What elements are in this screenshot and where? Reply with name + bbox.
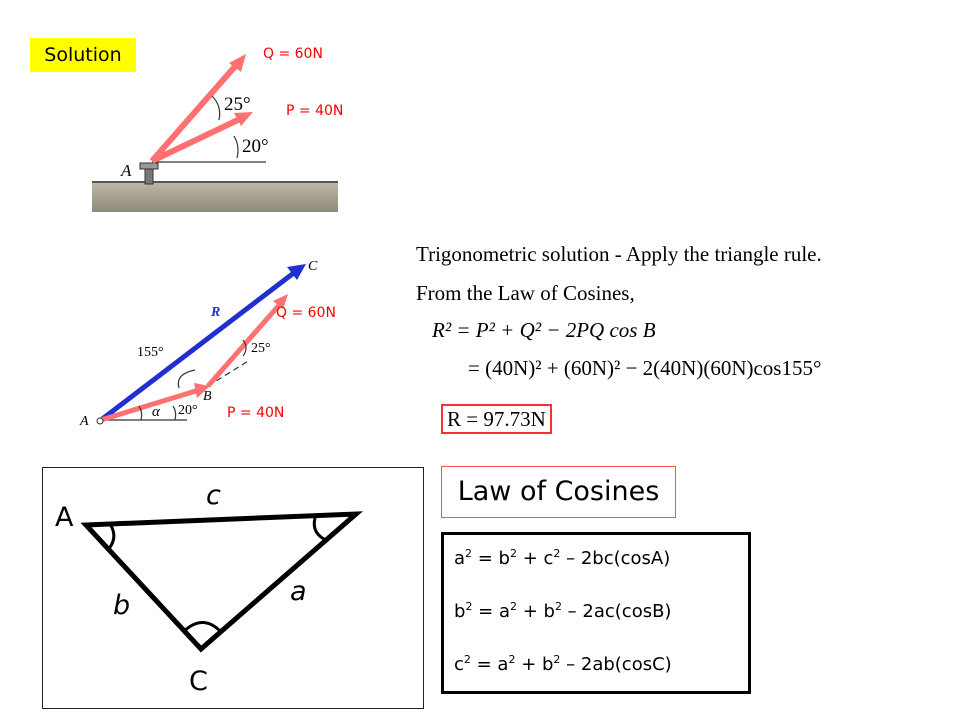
solution-label: Solution	[30, 38, 136, 72]
q-force-arrow-2	[206, 301, 283, 388]
q-force-label-2: Q = 60N	[276, 305, 336, 321]
triangle-shape	[80, 511, 364, 653]
angle-25-label-2: 25°	[251, 341, 271, 356]
vertex-b-label: B	[203, 389, 212, 404]
triangle-diagram-box: c A a b C	[42, 467, 424, 709]
formula-a: a2 = b2 + c2 – 2bc(cosA)	[454, 547, 671, 569]
angle-155-label: 155°	[137, 345, 164, 360]
force-diagram-2: C R B A 155° 25° 20° α	[79, 259, 318, 429]
trig-solution-line2: From the Law of Cosines,	[416, 281, 635, 305]
q-force-label: Q = 60N	[263, 46, 323, 62]
angle-alpha-label: α	[152, 404, 161, 420]
formula-b: b2 = a2 + b2 – 2ac(cosB)	[454, 600, 672, 622]
resultant-arrow	[99, 270, 297, 422]
dashed-extension	[207, 359, 251, 387]
p-force-arrow	[150, 115, 244, 164]
ground-surface	[92, 182, 338, 212]
law-of-cosines-title: Law of Cosines	[441, 466, 676, 518]
bolt-icon	[144, 167, 154, 185]
p-force-label-2: P = 40N	[227, 405, 285, 421]
p-force-arrow-2	[100, 387, 200, 423]
vertex-c-label-2: C	[189, 666, 208, 697]
resultant-r-label: R	[210, 305, 220, 320]
point-a-label: A	[120, 161, 132, 180]
force-diagram-1: 25° 20° A	[92, 54, 338, 212]
formula-c: c2 = a2 + b2 – 2ab(cosC)	[454, 653, 672, 675]
side-a-label: a	[290, 576, 307, 607]
cosine-substitution: = (40N)² + (60N)² − 2(40N)(60N)cos155°	[468, 356, 822, 380]
p-force-label: P = 40N	[286, 103, 344, 119]
q-force-arrow	[149, 61, 241, 163]
vertex-a-label-2: A	[55, 502, 74, 533]
vertex-c-label: C	[308, 259, 318, 274]
angle-20-label: 20°	[242, 136, 269, 157]
cosine-equation: R² = P² + Q² − 2PQ cos B	[432, 318, 656, 342]
side-c-label: c	[206, 480, 221, 511]
trig-solution-line1: Trigonometric solution - Apply the trian…	[416, 242, 822, 266]
vertex-a-label: A	[79, 414, 89, 429]
result-box: R = 97.73N	[441, 404, 552, 434]
angle-25-label: 25°	[224, 94, 251, 115]
triangle-diagram	[80, 511, 364, 653]
formula-box: a2 = b2 + c2 – 2bc(cosA) b2 = a2 + b2 – …	[441, 532, 751, 694]
angle-20-label-2: 20°	[178, 403, 198, 418]
side-b-label: b	[113, 590, 131, 621]
